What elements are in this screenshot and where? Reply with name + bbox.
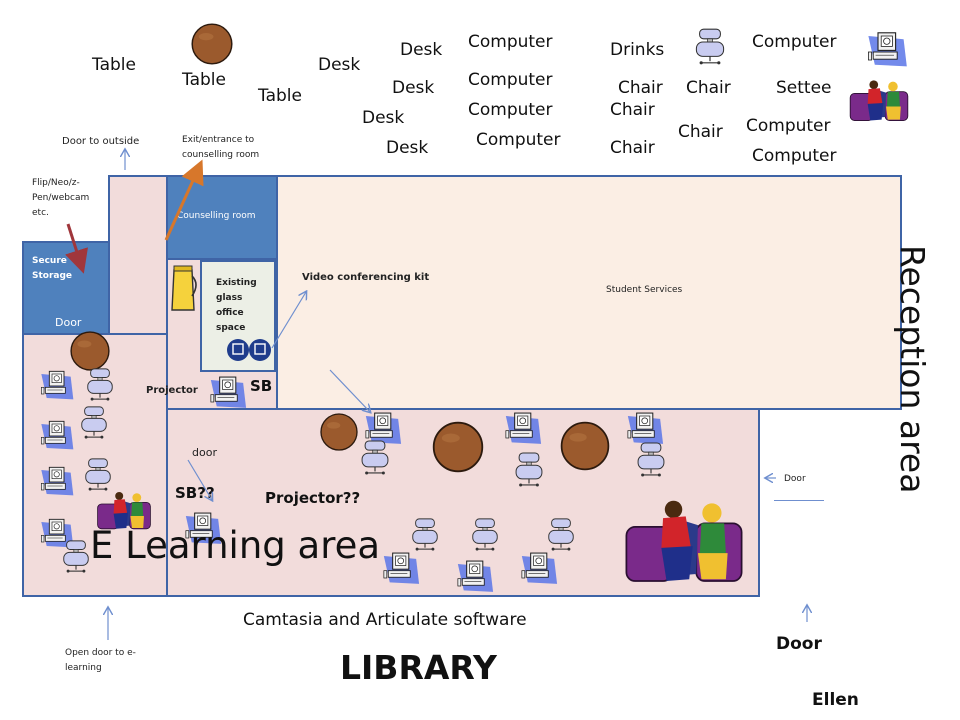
office-chair-icon bbox=[548, 518, 574, 552]
settee-icon bbox=[849, 79, 909, 121]
office-chair-icon bbox=[695, 28, 725, 66]
computer-icon bbox=[210, 376, 247, 409]
video-conference-icon bbox=[227, 339, 271, 361]
projector-label: Projector bbox=[146, 385, 198, 396]
legend-settee-label: Settee bbox=[776, 78, 832, 98]
legend-chair-label: Chair bbox=[610, 100, 655, 120]
legend-computer-label: Computer bbox=[752, 146, 837, 166]
video-kit-label: Video conferencing kit bbox=[302, 272, 430, 283]
computer-icon bbox=[457, 560, 494, 593]
student-services-label: Student Services bbox=[606, 285, 683, 295]
office-chair-icon bbox=[361, 440, 389, 476]
inner-door-label[interactable]: door bbox=[192, 446, 217, 459]
legend-table-label: Table bbox=[182, 70, 226, 90]
office-chair-icon bbox=[515, 452, 543, 488]
computer-icon bbox=[867, 32, 908, 67]
smartboard-question-label: SB?? bbox=[175, 484, 215, 502]
office-chair-icon bbox=[412, 518, 438, 552]
door-outside-label[interactable]: Door to outside bbox=[62, 136, 140, 147]
legend-desk-label: Desk bbox=[386, 138, 429, 158]
smartboard-label: SB bbox=[250, 377, 273, 395]
legend-desk-label: Desk bbox=[318, 55, 361, 75]
settee-icon bbox=[625, 499, 743, 582]
computer-icon bbox=[40, 420, 74, 450]
software-label: Camtasia and Articulate software bbox=[243, 610, 527, 630]
legend-drinks-label: Drinks bbox=[610, 40, 665, 60]
legend-computer-label: Computer bbox=[468, 100, 553, 120]
legend-chair-label: Chair bbox=[678, 122, 723, 142]
glass-office-label: Existing glass office space bbox=[216, 278, 257, 333]
legend-chair-label: Chair bbox=[610, 138, 655, 158]
flip-equipment-label: Flip/Neo/z-Pen/webcam etc. bbox=[32, 178, 90, 218]
legend-chair-label: Chair bbox=[686, 78, 731, 98]
elearning-area-label: E Learning area bbox=[90, 524, 381, 567]
round-table-icon bbox=[432, 421, 484, 473]
legend-computer-label: Computer bbox=[468, 32, 553, 52]
computer-icon bbox=[383, 552, 420, 585]
right-door-label[interactable]: Door bbox=[784, 474, 806, 484]
library-label: LIBRARY bbox=[340, 648, 497, 687]
secure-storage-label: Secure Storage bbox=[32, 256, 73, 281]
ellen-label: Ellen bbox=[812, 690, 859, 710]
bottom-door-label[interactable]: Door bbox=[776, 634, 822, 654]
legend-computer-label: Computer bbox=[752, 32, 837, 52]
reception-area-label: Reception area bbox=[893, 245, 932, 494]
office-chair-icon bbox=[87, 368, 113, 402]
office-chair-icon bbox=[81, 406, 107, 440]
office-chair-icon bbox=[85, 458, 111, 492]
projector-question-label: Projector?? bbox=[265, 489, 361, 507]
storage-door-label[interactable]: Door bbox=[55, 316, 82, 329]
legend-desk-label: Desk bbox=[392, 78, 435, 98]
right-door-line bbox=[774, 500, 824, 501]
round-table-icon bbox=[560, 421, 610, 471]
office-chair-icon bbox=[472, 518, 498, 552]
computer-icon bbox=[40, 370, 74, 400]
student-services-room bbox=[276, 175, 902, 410]
legend-desk-label: Desk bbox=[400, 40, 443, 60]
reception-area-wrap: Reception area bbox=[880, 245, 932, 493]
office-chair-icon bbox=[637, 442, 665, 478]
counselling-room-label: Counselling room bbox=[177, 211, 256, 221]
legend-chair-label: Chair bbox=[618, 78, 663, 98]
corridor-outside bbox=[108, 175, 168, 335]
open-door-label[interactable]: Open door to e-learning bbox=[65, 648, 136, 673]
computer-icon bbox=[40, 466, 74, 496]
computer-icon bbox=[521, 552, 558, 585]
legend-computer-label: Computer bbox=[468, 70, 553, 90]
legend-table-label: Table bbox=[92, 55, 136, 75]
round-table-icon bbox=[191, 23, 233, 65]
legend-computer-label: Computer bbox=[746, 116, 831, 136]
drinks-jug-icon bbox=[171, 265, 197, 311]
exit-counselling-label[interactable]: Exit/entrance to counselling room bbox=[182, 135, 260, 160]
legend-desk-label: Desk bbox=[362, 108, 405, 128]
legend-computer-label: Computer bbox=[476, 130, 561, 150]
legend-table-label: Table bbox=[258, 86, 302, 106]
computer-icon bbox=[505, 412, 542, 445]
